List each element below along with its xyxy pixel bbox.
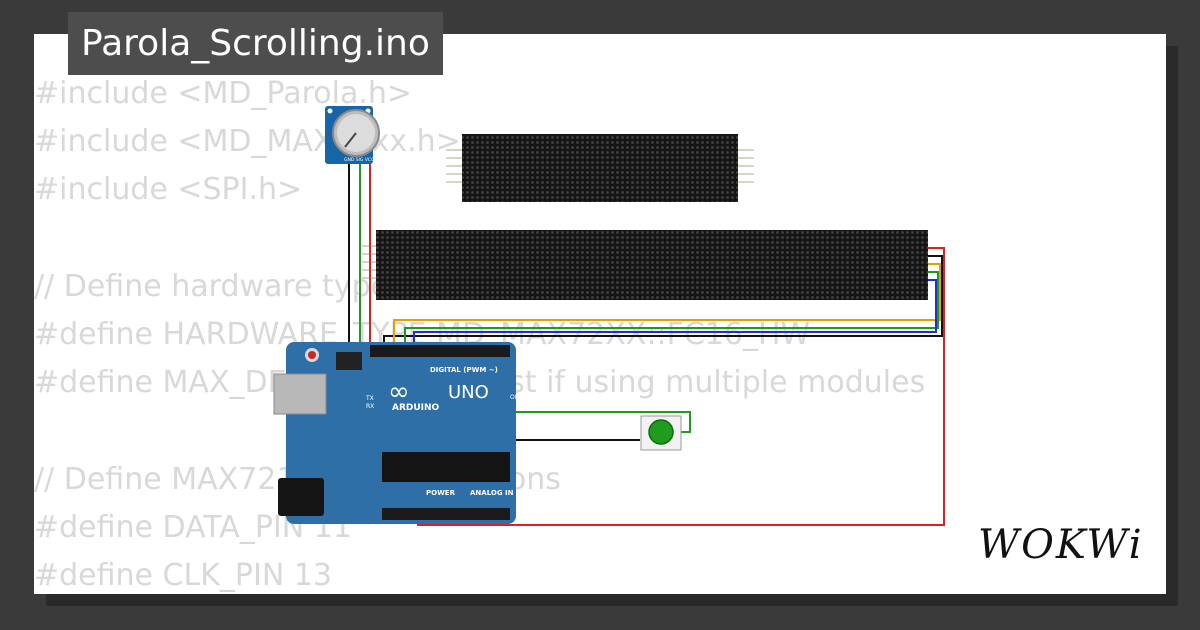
code-line: #define CLK_PIN 13 bbox=[34, 558, 332, 594]
arduino-brand: ARDUINO bbox=[392, 403, 440, 413]
tx-label: TX bbox=[365, 395, 374, 402]
preview-card bbox=[34, 34, 1166, 594]
wire-orange-matrix bbox=[393, 263, 941, 355]
analog-header-label: ANALOG IN bbox=[470, 489, 514, 497]
code-line: #include <MD_Parola.h> bbox=[34, 76, 413, 111]
wokwi-logo: WOKWi bbox=[978, 522, 1144, 568]
pot-pin-labels: GND SIG VCC bbox=[344, 157, 374, 163]
digital-header-label: DIGITAL (PWM ~) bbox=[430, 366, 498, 374]
arduino-uno[interactable]: DIGITAL (PWM ~) ∞ UNO ARDUINO TX RX ON P… bbox=[273, 342, 519, 524]
arduino-model: UNO bbox=[448, 382, 489, 403]
project-filename: Parola_Scrolling.ino bbox=[68, 12, 443, 75]
infinity-logo-icon: ∞ bbox=[388, 377, 410, 407]
rx-label: RX bbox=[366, 403, 374, 410]
code-line: #include <MD_MAX72xx.h> bbox=[34, 124, 461, 160]
wire-green-matrix bbox=[404, 271, 939, 355]
power-header-label: POWER bbox=[426, 489, 456, 497]
potentiometer[interactable]: GND SIG VCC bbox=[325, 106, 380, 164]
led-matrix-large[interactable] bbox=[362, 230, 928, 300]
on-label: ON bbox=[510, 394, 519, 401]
code-line: #include <SPI.h> bbox=[34, 172, 303, 208]
led-matrix-small[interactable] bbox=[446, 134, 754, 202]
push-button[interactable] bbox=[640, 415, 682, 451]
wire-blue-matrix bbox=[413, 279, 937, 355]
